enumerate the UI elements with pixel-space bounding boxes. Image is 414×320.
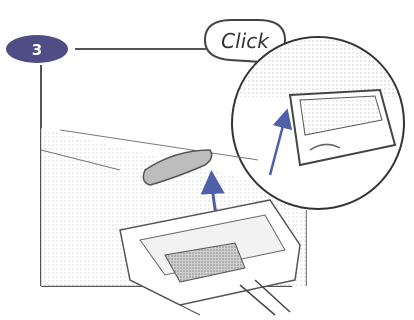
- callout-text: Click: [221, 29, 270, 53]
- step-badge: 3: [6, 35, 68, 63]
- step-number: 3: [32, 41, 42, 59]
- zoom-circle: [230, 37, 410, 209]
